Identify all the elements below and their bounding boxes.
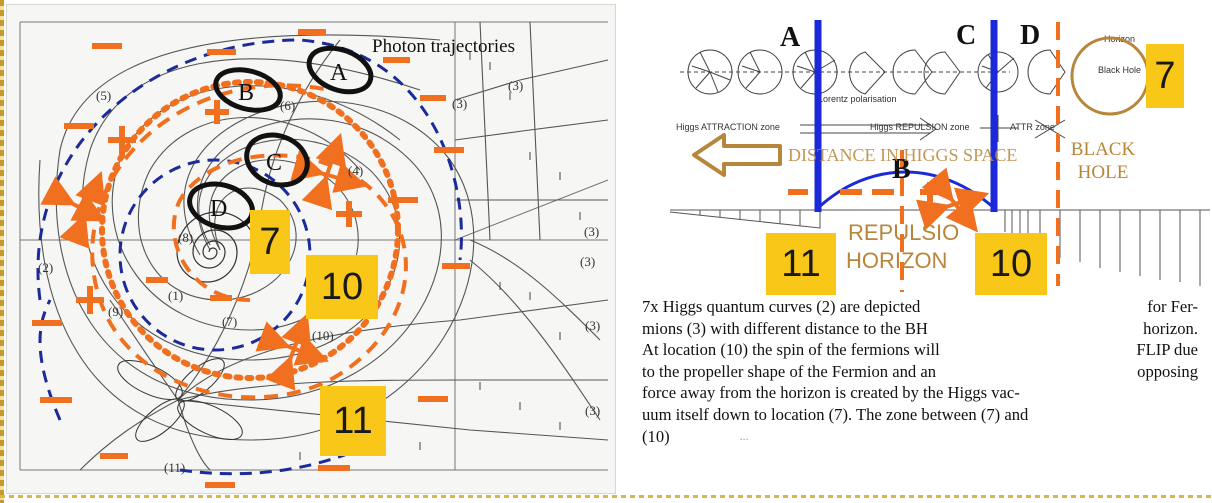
curve-label-4: (4) (348, 163, 363, 178)
caption-line-7: (10)... (642, 426, 749, 446)
distance-arrow (692, 133, 782, 177)
circle-a (306, 45, 374, 95)
curve-label-9a: (9) (108, 304, 123, 319)
curve-label-3f: (3) (585, 403, 600, 418)
number-box-11-left: 11 (320, 386, 386, 456)
number-box-7-right: 7 (1146, 44, 1184, 108)
number-box-11-right: 11 (766, 233, 836, 295)
marker-b: B (892, 154, 911, 185)
marker-d: D (1020, 20, 1040, 51)
caption-line-1: 7x Higgs quantum curves (2) are depicted… (642, 297, 1198, 316)
circle-c-label: C (266, 150, 282, 176)
circle-b (213, 67, 283, 113)
right-double-arrows (915, 167, 990, 233)
double-arrows (40, 132, 368, 391)
caption-line-2: mions (3) with different distance to the… (642, 318, 1198, 338)
curve-label-3b: (3) (508, 78, 523, 93)
curve-label-3a: (3) (452, 96, 467, 111)
bottom-dashed-border (0, 495, 1212, 498)
plus-signs (76, 100, 362, 314)
black-hole-small-label: Black Hole (1098, 65, 1141, 75)
lorentz-label: Lorentz polarisation (818, 94, 897, 104)
center-spiral (176, 211, 258, 283)
number-box-10-right: 10 (975, 233, 1047, 295)
caption-line-5: force away from the horizon is created b… (642, 383, 1020, 403)
photon-trajectories-title: Photon trajectories (372, 36, 515, 57)
curve-label-1: (1) (168, 288, 183, 303)
curve-label-3c: (3) (584, 224, 599, 239)
right-signs (788, 182, 940, 202)
repulsion-horizon-line1: REPULSIO (848, 220, 959, 245)
curve-label-8a: (8) (178, 230, 193, 245)
circle-a-label: A (330, 60, 348, 86)
labeled-circles (187, 45, 374, 231)
curve-label-3d: (3) (580, 254, 595, 269)
circle-b-label: B (238, 80, 254, 106)
small-arrow-ticks (299, 52, 581, 460)
repulsion-label: Higgs REPULSION zone (870, 122, 970, 132)
circle-d-label: D (210, 196, 227, 222)
caption-line-4: to the propeller shape of the Fermion an… (642, 361, 1198, 381)
curve-label-3e: (3) (585, 318, 600, 333)
black-hole-circle (1070, 36, 1150, 116)
caption-line-6: uum itself down to location (7). The zon… (642, 404, 1029, 424)
black-hole-label: BLACK HOLE (1070, 139, 1136, 183)
distance-label: DISTANCE IN HIGGS SPACE (788, 145, 1017, 165)
minus-signs (32, 29, 470, 488)
caption-text: 7x Higgs quantum curves (2) are depicted… (642, 296, 1208, 447)
repulsion-horizon-line2: HORIZON (846, 248, 947, 273)
curve-label-2: (2) (38, 260, 53, 275)
number-box-7-left: 7 (250, 210, 290, 274)
attraction-label: Higgs ATTRACTION zone (676, 122, 780, 132)
curve-label-5: (5) (96, 88, 111, 103)
caption-line-3: At location (10) the spin of the fermion… (642, 340, 1198, 360)
left-dashed-border (0, 0, 4, 503)
curve-label-6: (6) (280, 98, 295, 113)
curve-label-7: (7) (222, 314, 237, 329)
curve-label-11: (11) (164, 460, 185, 475)
blue-marker-lines (814, 20, 998, 212)
curve-label-10: (10) (312, 328, 334, 343)
propeller-shape (117, 358, 243, 442)
attr-label: ATTR zone (1010, 122, 1055, 132)
orange-marker-lines (900, 22, 1060, 292)
marker-c: C (956, 20, 976, 51)
photon-trajectory-diagram: A B C D (5) (6) (3) (4) (2) (8) (9) (1) … (19, 21, 609, 488)
number-box-10-left: 10 (306, 255, 378, 319)
higgs-space-diagram: Lorentz polarisation Higgs ATTRACTION zo… (669, 20, 1210, 292)
marker-a: A (780, 22, 801, 53)
circle-c (244, 132, 310, 188)
